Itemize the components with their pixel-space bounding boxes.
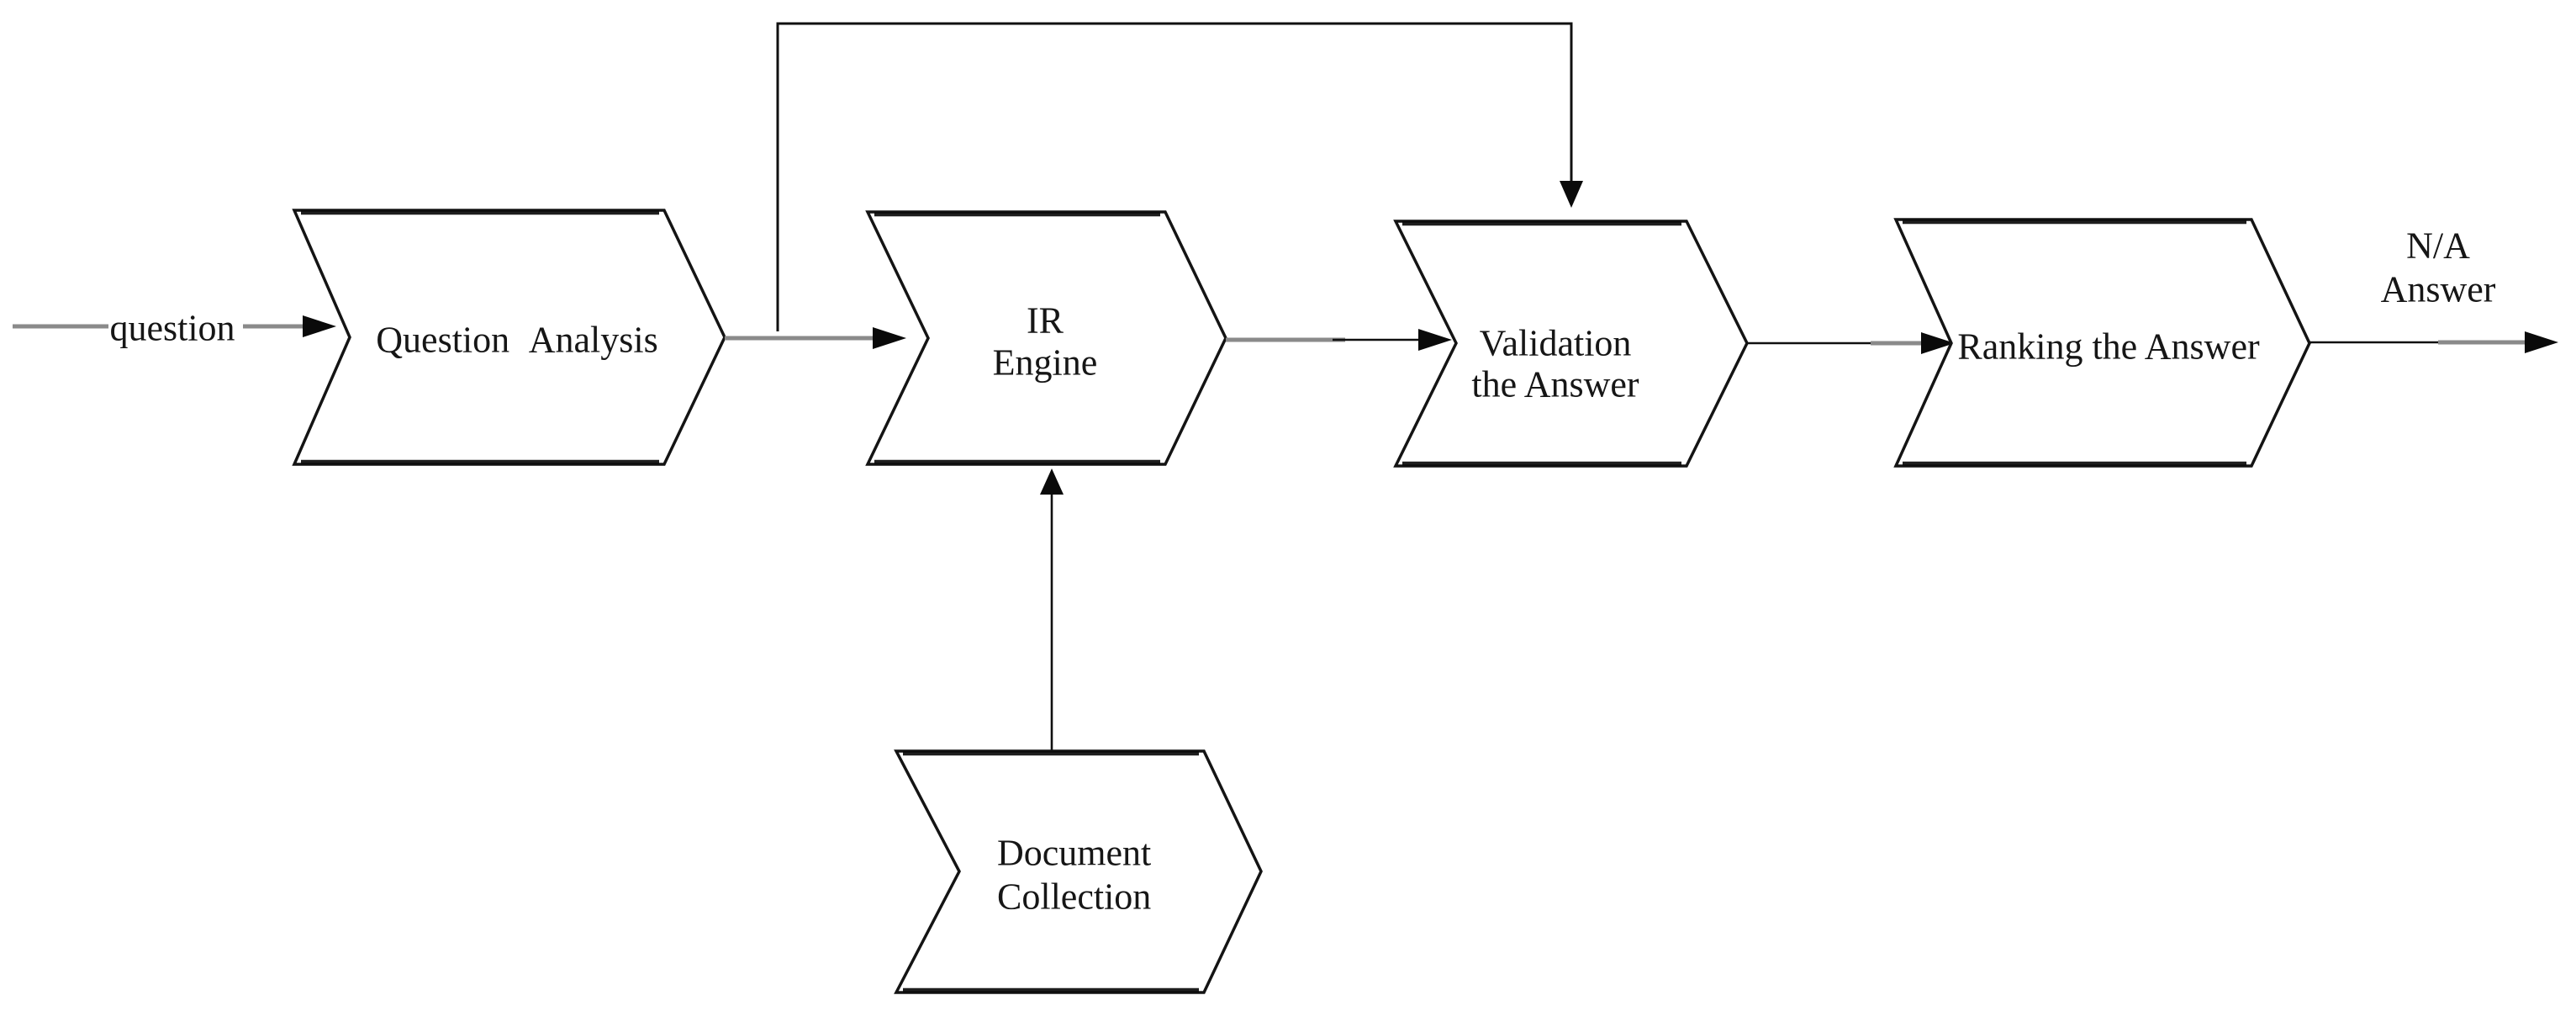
- node-document-collection: Document Collection: [894, 749, 1263, 994]
- feedback-loop-line: [776, 22, 1573, 331]
- input-question-label: question: [109, 308, 235, 349]
- edge-ir-engine-to-validation: [1226, 329, 1452, 351]
- edge-ranking-to-output: N/A Answer: [2309, 225, 2558, 353]
- node-question-analysis: Question Analysis: [292, 209, 726, 466]
- output-label-line2: Answer: [2381, 269, 2496, 310]
- arrowhead-right-icon: [873, 327, 906, 349]
- node-ranking-the-answer: Ranking the Answer: [1893, 218, 2311, 468]
- node-document-collection-shape: [894, 749, 1263, 994]
- edge-validation-to-ranking: [1747, 332, 1955, 354]
- node-validation-label-line1: Validation: [1480, 323, 1632, 364]
- arrowhead-down-icon: [1560, 181, 1583, 208]
- node-ir-engine-label-line2: Engine: [993, 342, 1098, 384]
- edge-document-collection-to-ir-engine: [1040, 468, 1064, 751]
- edge-question-analysis-to-ir-engine: [725, 327, 906, 349]
- node-validation-label-line2: the Answer: [1471, 364, 1639, 405]
- node-validation-the-answer-shape: [1393, 220, 1749, 468]
- node-ir-engine-label-line1: IR: [1027, 300, 1064, 341]
- node-document-collection-label-line2: Collection: [997, 876, 1151, 918]
- output-label-line1: N/A: [2406, 225, 2470, 267]
- edge-input-question: question: [13, 308, 336, 349]
- node-question-analysis-label: Question Analysis: [376, 320, 657, 361]
- node-ranking-the-answer-label: Ranking the Answer: [1957, 326, 2260, 368]
- arrowhead-right-icon: [2525, 331, 2558, 353]
- node-ir-engine: IR Engine: [865, 210, 1227, 466]
- node-ir-engine-shape: [865, 210, 1227, 466]
- arrowhead-up-icon: [1040, 468, 1064, 495]
- arrowhead-right-icon: [1921, 332, 1955, 354]
- node-validation-the-answer: Validation the Answer: [1393, 220, 1749, 468]
- node-question-analysis-shape: [292, 209, 726, 466]
- arrowhead-right-icon: [1418, 329, 1452, 351]
- edge-feedback-loop: [776, 22, 1583, 331]
- node-ranking-the-answer-shape: [1893, 218, 2311, 468]
- node-document-collection-label-line1: Document: [997, 833, 1151, 874]
- arrowhead-right-icon: [303, 315, 336, 337]
